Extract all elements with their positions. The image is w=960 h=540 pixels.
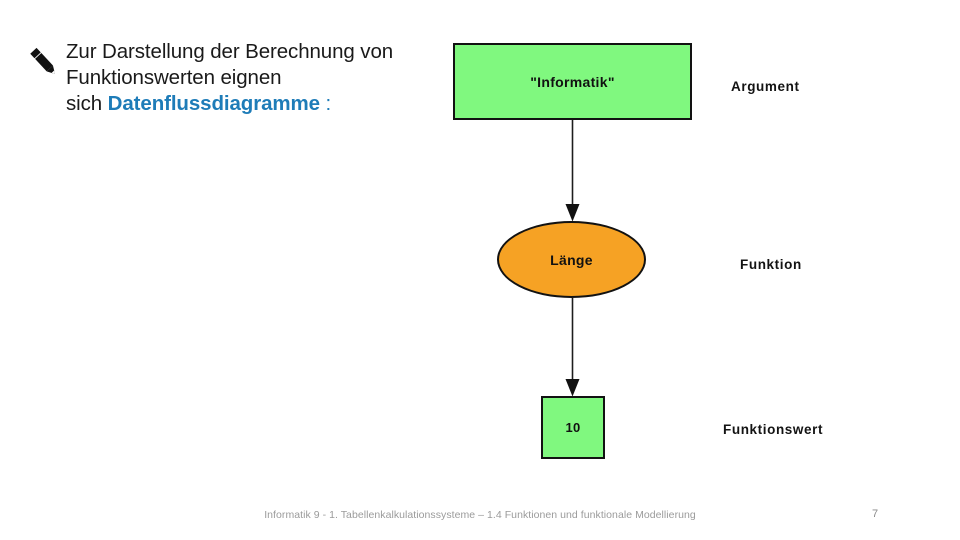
annotation-funktionswert: Funktionswert — [723, 422, 824, 437]
node-output-value[interactable]: 10 — [541, 396, 605, 459]
highlight-term: Datenflussdiagramme — [107, 92, 320, 115]
node-function-laenge[interactable]: Länge — [497, 221, 646, 298]
edge-func-to-output — [565, 298, 580, 397]
node-input-label: "Informatik" — [530, 73, 615, 90]
footer-text: Informatik 9 - 1. Tabellenkalkulationssy… — [264, 509, 696, 521]
node-input-informatik[interactable]: "Informatik" — [453, 43, 692, 120]
footer-page-number: 7 — [872, 508, 879, 520]
annotation-argument: Argument — [731, 79, 800, 94]
highlight-suffix: : — [319, 92, 332, 115]
bullet-block: Zur Darstellung der Berechnung von Funkt… — [20, 38, 450, 117]
bullet-line-1: Zur Darstellung der Berechnung von — [66, 40, 394, 63]
annotation-funktion: Funktion — [740, 257, 802, 272]
bullet-text: Zur Darstellung der Berechnung von Funkt… — [66, 38, 393, 117]
node-function-label: Länge — [550, 251, 593, 268]
bullet-line-3: sich Datenflussdiagramme : — [66, 91, 393, 117]
bullet-line-3-prefix: sich — [66, 92, 108, 115]
edge-input-to-func — [565, 120, 580, 222]
node-output-label: 10 — [565, 420, 581, 435]
bullet-line-2: Funktionswerten eignen — [66, 66, 282, 89]
pencil-icon — [20, 40, 66, 86]
